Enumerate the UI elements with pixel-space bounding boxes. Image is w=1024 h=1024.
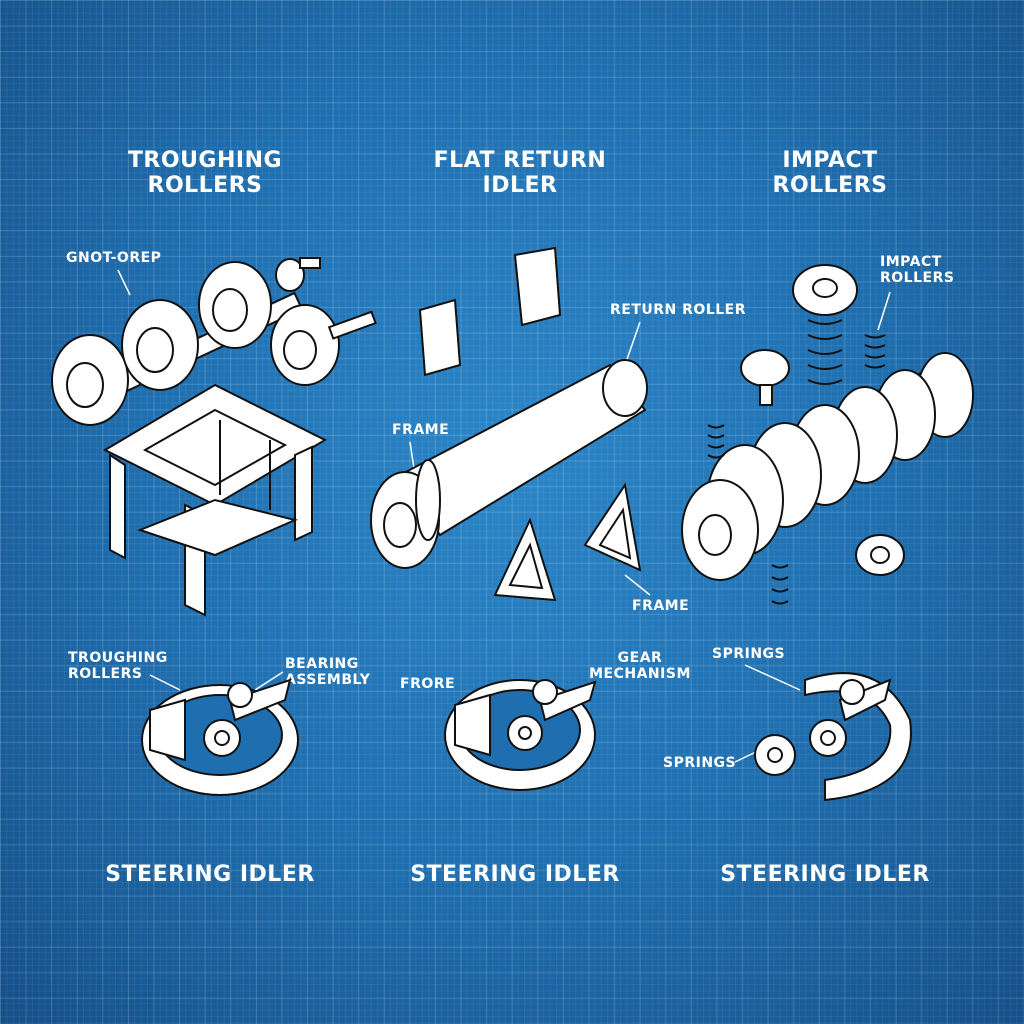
label-return-roller: RETURN ROLLER [610,302,746,318]
heading-impact-rollers: IMPACT ROLLERS [772,148,888,199]
heading-troughing-rollers: TROUGHING ROLLERS [127,148,283,199]
steering-idler-illustration-3 [754,672,912,802]
footer-steering-idler-1: STEERING IDLER [105,862,315,887]
footer-steering-idler-2: STEERING IDLER [410,862,620,887]
label-impact-rollers: IMPACT ROLLERS [880,254,955,287]
heading-flat-return-idler: FLAT RETURN IDLER [433,148,607,199]
label-frame-right: FRAME [632,598,690,614]
label-springs-bottom: SPRINGS [663,755,737,771]
label-frame-left: FRAME [392,422,450,438]
steering-idler-illustration-1 [141,678,299,796]
label-gnot-orep: GNOT-OREP [66,250,162,266]
label-troughing-rollers: TROUGHING ROLLERS [68,650,168,683]
impact-rollers-illustration [681,264,974,605]
flat-return-idler-illustration [370,246,648,602]
steering-idler-illustration-2 [444,679,597,791]
label-gear-mechanism: GEAR MECHANISM [589,650,691,683]
leader-lines [117,269,891,763]
label-springs-top: SPRINGS [712,646,786,662]
label-bearing-assembly: BEARING ASSEMBLY [285,656,371,689]
label-frore: FRORE [400,676,456,692]
troughing-rollers-illustration [51,257,377,617]
footer-steering-idler-3: STEERING IDLER [720,862,930,887]
